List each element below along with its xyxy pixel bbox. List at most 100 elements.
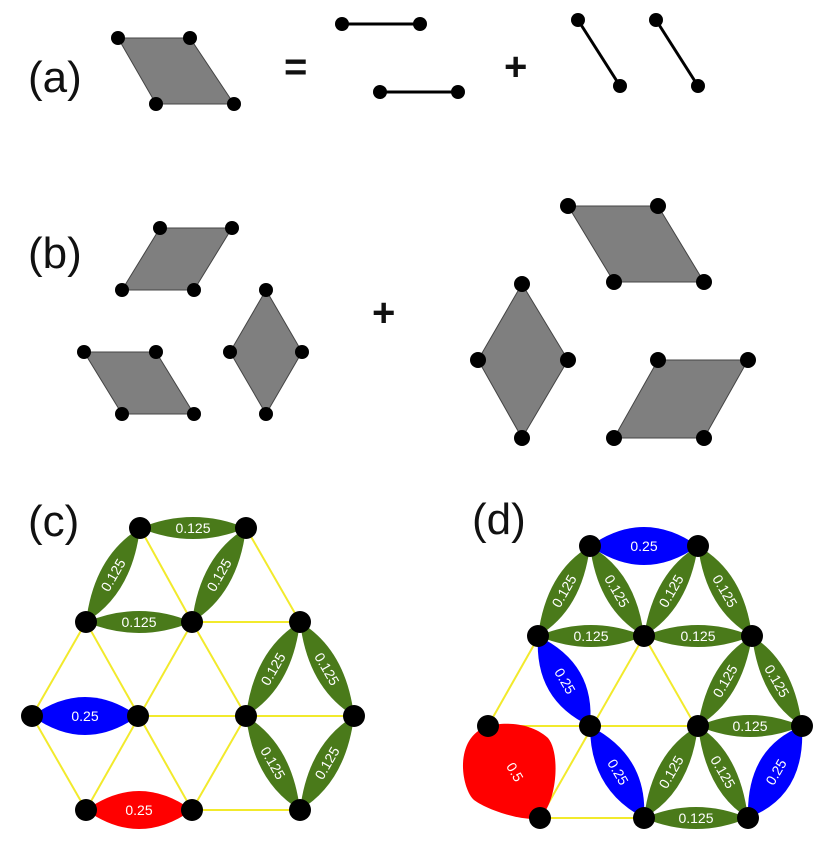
vertex-dot [153,221,167,235]
vertex-dot [451,85,465,99]
vertex-dot [111,31,125,45]
vertex-dot [606,430,622,446]
vertex-dot [560,198,576,214]
panel-label-d: (d) [472,495,526,544]
weighted-dimers-d: 0.25 0.125 0.125 0.125 0.125 0.125 0.125… [462,527,803,829]
lattice-node [579,535,601,557]
dimer-lens [698,715,802,737]
lattice-edge [31,715,87,811]
diagonal-dimer-right [654,19,700,87]
lattice-edge [139,527,193,623]
panel-label-b: (b) [28,229,82,278]
lattice-node [633,807,655,829]
dimer-weight-label: 0.25 [630,538,657,554]
dimer-weight-label: 0.25 [71,708,98,724]
panel-c: (c) 0.125 0.125 0.125 [21,497,365,829]
lattice-node [741,625,763,647]
lattice-edge [31,621,87,717]
lattice-node [289,611,311,633]
plus-sign-a: + [504,45,527,89]
lattice-node [235,517,257,539]
panel-a: (a) = + [28,13,705,111]
dimer-lens-blue [590,527,698,565]
dimer-lens [140,517,246,539]
vertex-dot [696,274,712,290]
lattice-node [477,715,499,737]
lattice-node [527,625,549,647]
lattice-node [235,705,257,727]
panel-label-c: (c) [28,497,79,546]
dimer-lens [644,546,698,636]
lattice-node [633,625,655,647]
dimer-blob-red [462,723,556,819]
lattice-node [75,611,97,633]
dimer-lens [644,726,698,818]
vertex-dot [149,97,163,111]
vertex-dot [149,345,163,359]
vertex-dot [183,31,197,45]
lattice-node [791,715,813,737]
vertex-dot [115,407,129,421]
equals-sign: = [284,45,307,89]
panel-label-a: (a) [28,53,82,102]
dimer-lens [698,726,748,818]
vertex-dot [650,352,666,368]
lattice-node [181,611,203,633]
vertex-dot [571,13,585,27]
dimer-weight-label: 0.125 [680,628,715,644]
lattice-node [687,535,709,557]
vertex-dot [649,13,663,27]
vertex-dot [373,85,387,99]
lattice-node [343,705,365,727]
lattice-node [181,799,203,821]
vertex-dot [470,352,486,368]
dimer-lens-red [86,791,192,829]
vertex-dot [650,198,666,214]
dimer-lens [644,807,748,829]
rhombus-tile [567,205,705,283]
diagonal-dimer-left [576,19,622,87]
vertex-dot [560,352,576,368]
lattice-node [289,799,311,821]
dimer-lens [590,546,644,636]
dimer-lens [698,546,752,636]
vertex-dot [691,79,705,93]
lattice-edges-c [31,527,355,811]
panel-b: (b) + [28,198,756,446]
dimer-lens-blue [747,726,803,818]
vertex-dot [259,407,273,421]
lattice-nodes-c [21,517,365,821]
vertex-dot [77,345,91,359]
vertex-dot [295,345,309,359]
dimer-lens [698,636,752,726]
dimer-lens [192,528,246,622]
panel-d: (d) 0.25 0.125 0.125 0. [462,495,813,829]
dimer-weight-label: 0.125 [573,628,608,644]
rhombus-tile [477,283,569,440]
dimer-lens [86,528,140,622]
vertex-dot [413,17,427,31]
vertex-dot [514,276,530,292]
lattice-nodes-d [477,535,813,829]
dimer-lens [246,622,300,716]
dimer-lens-blue [590,726,645,818]
dimer-lens [246,716,300,810]
lattice-edge [245,527,301,623]
lattice-node [529,807,551,829]
rhombus-tile [613,359,749,439]
rhombus-tile [117,37,235,105]
dimer-lens [644,625,752,647]
rhombus-tile [83,351,195,415]
lattice-node [75,799,97,821]
dimer-lens [86,611,192,633]
vertex-dot [514,430,530,446]
lattice-node [129,517,151,539]
vertex-dot [115,283,129,297]
dimer-weight-label: 0.25 [125,802,152,818]
vertex-dot [187,407,201,421]
dimer-weight-label: 0.125 [175,520,210,536]
dimer-lens-blue [32,697,138,735]
dimer-lens [300,622,354,716]
dimer-lens [538,546,590,636]
